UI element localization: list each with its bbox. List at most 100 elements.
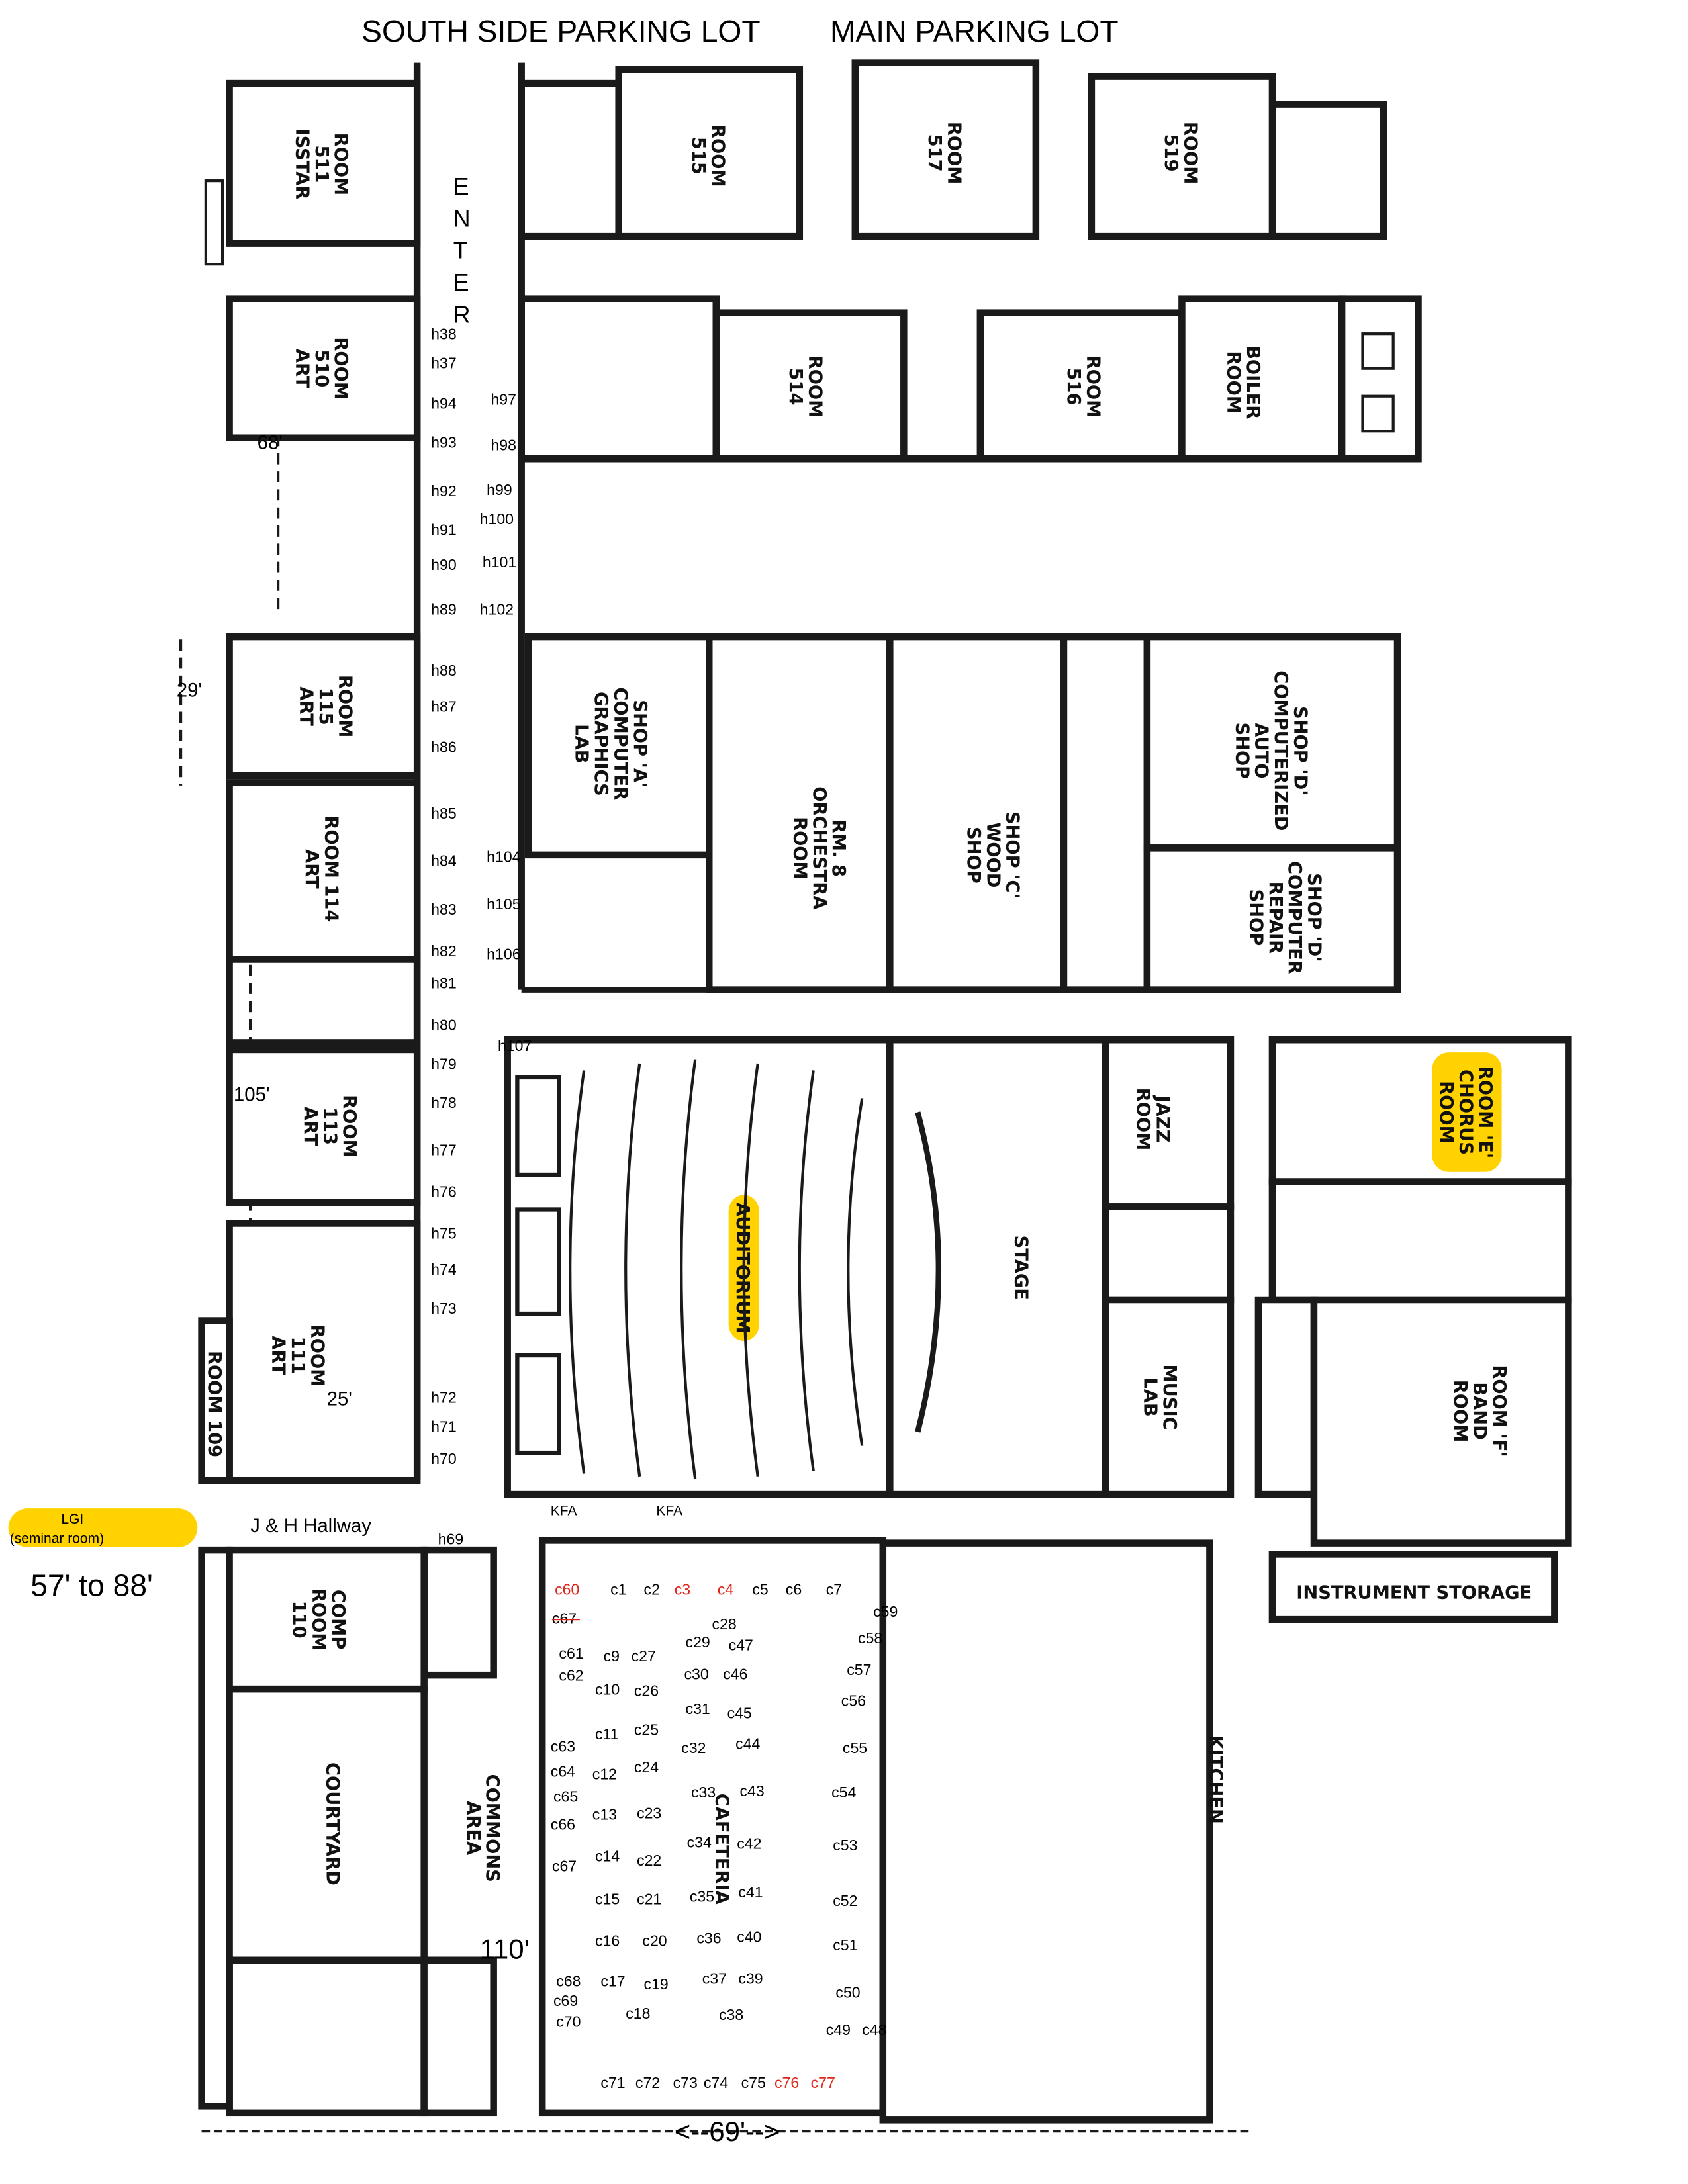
seat-c10[interactable]: c10 xyxy=(595,1681,620,1698)
seat-c33[interactable]: c33 xyxy=(691,1784,716,1801)
seat-c45[interactable]: c45 xyxy=(727,1704,752,1721)
seat-c3[interactable]: c3 xyxy=(675,1580,690,1598)
seat-c23[interactable]: c23 xyxy=(637,1805,661,1822)
seat-c2[interactable]: c2 xyxy=(644,1580,660,1598)
seat-c4[interactable]: c4 xyxy=(718,1580,734,1598)
seat-c28[interactable]: c28 xyxy=(712,1615,736,1633)
seat-c37[interactable]: c37 xyxy=(702,1970,727,1987)
seat-c15[interactable]: c15 xyxy=(595,1891,620,1908)
seat-c43[interactable]: c43 xyxy=(739,1782,764,1799)
room-shop-d-computerized-auto-shop[interactable]: SHOP 'D'COMPUTERIZEDAUTOSHOP xyxy=(1143,633,1401,852)
seat-c9[interactable]: c9 xyxy=(604,1647,620,1664)
room-comp-room-110[interactable]: COMPROOM110 xyxy=(226,1546,428,1693)
seat-c25[interactable]: c25 xyxy=(634,1721,659,1738)
seat-c36[interactable]: c36 xyxy=(696,1930,721,1947)
seat-c17[interactable]: c17 xyxy=(600,1973,625,1990)
room-shop-d-computer-repair-shop[interactable]: SHOP 'D'COMPUTERREPAIRSHOP xyxy=(1143,844,1401,993)
room-kitchen[interactable]: KITCHEN xyxy=(879,1539,1226,2124)
seat-c68[interactable]: c68 xyxy=(556,1973,581,1990)
room-commons-area[interactable]: COMMONSAREA xyxy=(463,1774,502,1882)
room-jazz-room[interactable]: JAZZROOM xyxy=(1102,1036,1235,1210)
room-room-113-art[interactable]: ROOM113ART xyxy=(226,1046,421,1206)
room-rm-8-orchestra-room[interactable]: RM. 8ORCHESTRAROOM xyxy=(706,633,894,993)
seat-c26[interactable]: c26 xyxy=(634,1682,659,1700)
seat-c31[interactable]: c31 xyxy=(686,1700,710,1717)
seat-c13[interactable]: c13 xyxy=(592,1806,617,1823)
room-instrument-storage[interactable]: INSTRUMENT STORAGE xyxy=(1268,1551,1558,1623)
room-boiler-room[interactable]: BOILERROOM xyxy=(1178,295,1346,463)
room-room-519[interactable]: ROOM519 xyxy=(1088,73,1276,240)
seat-c34[interactable]: c34 xyxy=(687,1834,712,1851)
seat-c66[interactable]: c66 xyxy=(551,1815,575,1833)
seat-c6[interactable]: c6 xyxy=(786,1580,802,1598)
room-stage[interactable]: STAGE xyxy=(886,1036,1109,1498)
seat-c35[interactable]: c35 xyxy=(690,1888,714,1905)
room-shop-c-wood-shop[interactable]: SHOP 'C'WOODSHOP xyxy=(886,633,1068,993)
seat-c38[interactable]: c38 xyxy=(719,2006,743,2023)
seat-c14[interactable]: c14 xyxy=(595,1848,620,1865)
seat-c56[interactable]: c56 xyxy=(841,1692,866,1709)
room-room-e-chorus-room[interactable]: ROOM 'E'CHORUSROOM xyxy=(1268,1036,1572,1185)
lgi-seminar-room-badge[interactable]: LGI (seminar room) xyxy=(8,1508,198,1547)
seat-c58[interactable]: c58 xyxy=(858,1629,882,1647)
seat-c74[interactable]: c74 xyxy=(704,2074,728,2091)
seat-c12[interactable]: c12 xyxy=(592,1766,617,1783)
seat-c46[interactable]: c46 xyxy=(723,1665,747,1682)
seat-c64[interactable]: c64 xyxy=(551,1762,575,1780)
seat-c60[interactable]: c60 xyxy=(555,1580,579,1598)
seat-c63[interactable]: c63 xyxy=(551,1738,575,1755)
room-room-511-isstar[interactable]: ROOM511ISSTAR xyxy=(226,79,421,247)
seat-c51[interactable]: c51 xyxy=(833,1936,857,1954)
seat-c30[interactable]: c30 xyxy=(684,1665,708,1682)
room-room-114-art[interactable]: ROOM 114ART xyxy=(226,779,421,963)
seat-c1[interactable]: c1 xyxy=(610,1580,626,1598)
seat-c16[interactable]: c16 xyxy=(595,1933,620,1950)
seat-c73[interactable]: c73 xyxy=(673,2074,698,2091)
seat-c57[interactable]: c57 xyxy=(847,1661,871,1678)
seat-c5[interactable]: c5 xyxy=(752,1580,768,1598)
seat-c54[interactable]: c54 xyxy=(831,1784,856,1801)
room-room-514[interactable]: ROOM514 xyxy=(712,309,908,463)
seat-c41[interactable]: c41 xyxy=(738,1884,763,1901)
seat-c49[interactable]: c49 xyxy=(826,2021,851,2038)
seat-c62[interactable]: c62 xyxy=(559,1667,583,1684)
seat-c52[interactable]: c52 xyxy=(833,1892,857,1909)
room-room-115-art[interactable]: ROOM115ART xyxy=(226,633,421,780)
seat-c75[interactable]: c75 xyxy=(741,2074,766,2091)
seat-c47[interactable]: c47 xyxy=(729,1636,753,1653)
room-room-515[interactable]: ROOM515 xyxy=(615,66,804,240)
room-room-111-art[interactable]: ROOM111ART xyxy=(226,1220,421,1484)
seat-c59[interactable]: c59 xyxy=(873,1603,898,1620)
seat-c50[interactable]: c50 xyxy=(835,1983,860,2001)
seat-c24[interactable]: c24 xyxy=(634,1758,659,1776)
seat-c11[interactable]: c11 xyxy=(595,1725,619,1743)
seat-c76[interactable]: c76 xyxy=(774,2074,799,2091)
seat-c67[interactable]: c67 xyxy=(552,1610,577,1627)
seat-c55[interactable]: c55 xyxy=(843,1739,867,1756)
room-room-510-art[interactable]: ROOM510ART xyxy=(226,295,421,441)
seat-c61[interactable]: c61 xyxy=(559,1645,583,1662)
seat-c65[interactable]: c65 xyxy=(553,1788,578,1805)
seat-c22[interactable]: c22 xyxy=(637,1852,661,1869)
seat-c71[interactable]: c71 xyxy=(600,2074,625,2091)
seat-c53[interactable]: c53 xyxy=(833,1837,857,1854)
seat-c19[interactable]: c19 xyxy=(644,1976,669,1993)
seat-c42[interactable]: c42 xyxy=(737,1835,761,1852)
room-music-lab[interactable]: MUSICLAB xyxy=(1102,1296,1235,1498)
seat-c67[interactable]: c67 xyxy=(552,1857,577,1874)
seat-c18[interactable]: c18 xyxy=(626,2005,650,2022)
seat-c21[interactable]: c21 xyxy=(637,1891,661,1908)
seat-c27[interactable]: c27 xyxy=(632,1647,656,1664)
seat-c32[interactable]: c32 xyxy=(681,1739,706,1756)
seat-c7[interactable]: c7 xyxy=(826,1580,842,1598)
room-cafeteria[interactable]: CAFETERIA xyxy=(538,1537,887,2117)
room-shop-a-computer-graphics-lab[interactable]: SHOP 'A'COMPUTERGRAPHICSLAB xyxy=(524,633,713,859)
seat-c20[interactable]: c20 xyxy=(642,1933,667,1950)
seat-c69[interactable]: c69 xyxy=(553,1992,578,2009)
seat-c48[interactable]: c48 xyxy=(862,2021,886,2038)
seat-c29[interactable]: c29 xyxy=(686,1633,710,1651)
seat-c77[interactable]: c77 xyxy=(811,2074,835,2091)
room-courtyard[interactable]: COURTYARD xyxy=(226,1685,428,1964)
seat-c70[interactable]: c70 xyxy=(556,2013,581,2030)
room-auditorium[interactable]: AUDITORIUM xyxy=(504,1036,894,1498)
